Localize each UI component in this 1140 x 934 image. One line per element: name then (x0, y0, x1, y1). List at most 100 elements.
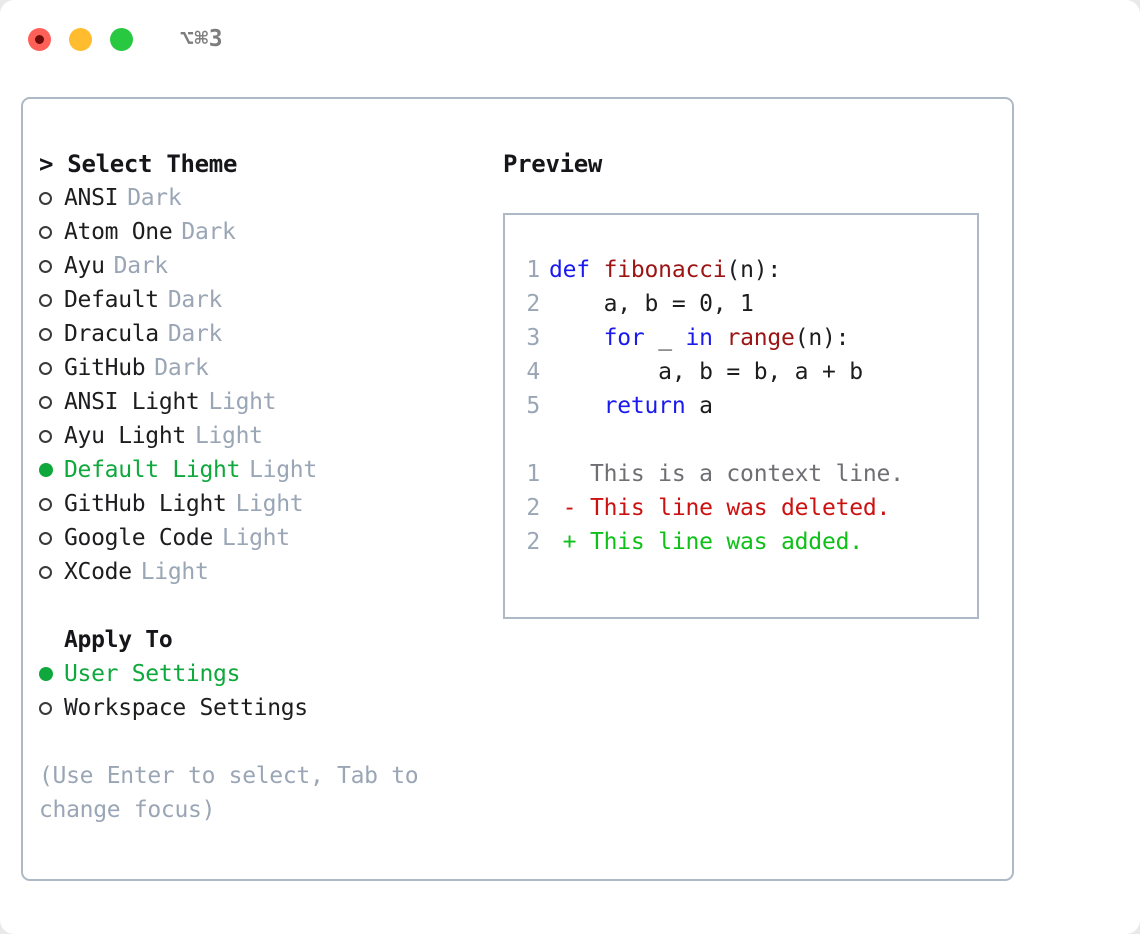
radio-ring (39, 361, 52, 375)
option-label: Ayu (64, 253, 105, 279)
zoom-button[interactable] (110, 27, 133, 51)
theme-option-ansi[interactable]: ANSI Dark (39, 181, 503, 215)
radio-unselected-icon (39, 531, 64, 545)
option-label: Google Code (64, 525, 214, 551)
token-add: + This line was added. (549, 529, 863, 555)
token-pl (549, 393, 604, 419)
option-variant-badge: Dark (167, 287, 223, 313)
apply-option-workspace-settings[interactable]: Workspace Settings (39, 691, 503, 725)
line-number: 5 (526, 393, 540, 419)
code-row: 5 return a (505, 389, 977, 423)
option-label: GitHub (64, 355, 146, 381)
line-content: for _ in range(n): (549, 321, 850, 355)
radio-unselected-icon (39, 565, 64, 579)
theme-option-google-code[interactable]: Google Code Light (39, 521, 503, 555)
line-content: + This line was added. (549, 525, 863, 559)
line-content: a, b = b, a + b (549, 355, 863, 389)
diff-row: 2 - This line was deleted. (505, 491, 977, 525)
option-variant-badge: Dark (181, 219, 236, 245)
option-label: Default Light (64, 457, 241, 483)
option-variant-badge: Dark (167, 321, 223, 347)
option-variant-badge: Light (249, 457, 317, 483)
code-diff-separator (505, 423, 977, 457)
theme-option-github-light[interactable]: GitHub Light Light (39, 487, 503, 521)
line-content: a, b = 0, 1 (549, 287, 754, 321)
radio-ring (39, 395, 52, 409)
token-pl: a, b = 0, 1 (549, 291, 754, 317)
token-kw: def (549, 257, 604, 283)
theme-option-ayu-light[interactable]: Ayu Light Light (39, 419, 503, 453)
diff-row: 1 This is a context line. (505, 457, 977, 491)
radio-selected-icon (39, 463, 64, 477)
diff-sample: 1 This is a context line.2 - This line w… (505, 457, 977, 559)
radio-ring (39, 191, 52, 205)
option-variant-badge: Light (235, 491, 304, 517)
line-number: 3 (526, 325, 540, 351)
token-pl: a (685, 393, 713, 419)
option-variant-badge: Light (140, 559, 209, 585)
preview-column: Preview 1 def fibonacci(n): 2 a, b = 0, 1 3… (503, 99, 1012, 879)
token-del: - This line was deleted. (549, 495, 891, 521)
apply-option-user-settings[interactable]: User Settings (39, 657, 503, 691)
line-content: def fibonacci(n): (549, 253, 781, 287)
token-kw: in (685, 325, 713, 351)
radio-ring (39, 327, 52, 341)
radio-ring (39, 565, 52, 579)
token-kw: for (603, 325, 645, 351)
theme-option-default-light[interactable]: Default Light Light (39, 453, 503, 487)
apply-to-header: Apply To (64, 627, 173, 653)
keyboard-shortcut-label: ⌥⌘3 (180, 26, 224, 52)
list-spacer (39, 589, 503, 623)
select-theme-header: > Select Theme (39, 150, 238, 178)
option-label: User Settings (64, 661, 241, 687)
preview-header: Preview (503, 150, 603, 178)
code-preview-box: 1 def fibonacci(n): 2 a, b = 0, 1 3 for _ i… (503, 213, 979, 619)
token-pl (713, 325, 727, 351)
line-number: 2 (526, 529, 540, 555)
line-number: 1 (526, 257, 540, 283)
keyboard-hint-text: (Use Enter to select, Tab to change focu… (39, 763, 419, 823)
option-label: ANSI Light (64, 389, 200, 415)
radio-ring (39, 293, 52, 307)
option-label: GitHub Light (64, 491, 227, 517)
token-fn: fibonacci (603, 257, 727, 283)
radio-selected-icon (39, 667, 64, 681)
diff-row: 2 + This line was added. (505, 525, 977, 559)
theme-option-ansi-light[interactable]: ANSI Light Light (39, 385, 503, 419)
code-row: 1 def fibonacci(n): (505, 253, 977, 287)
radio-ring (39, 497, 52, 511)
option-label: Ayu Light (64, 423, 186, 449)
close-button[interactable] (28, 27, 51, 51)
token-pl: (n): (726, 257, 782, 283)
line-number: 2 (526, 495, 540, 521)
option-variant-badge: Dark (127, 185, 182, 211)
radio-unselected-icon (39, 395, 64, 409)
token-kw: return (603, 393, 686, 419)
window-controls (28, 27, 133, 51)
radio-ring (39, 701, 52, 715)
option-variant-badge: Light (194, 423, 263, 449)
option-variant-badge: Light (208, 389, 277, 415)
option-label: ANSI (64, 185, 119, 211)
radio-unselected-icon (39, 293, 64, 307)
option-variant-badge: Light (222, 525, 290, 551)
theme-option-atom-one[interactable]: Atom One Dark (39, 215, 503, 249)
radio-ring (39, 225, 52, 239)
minimize-button[interactable] (69, 27, 92, 51)
token-pl: _ (644, 325, 686, 351)
radio-unselected-icon (39, 259, 64, 273)
token-fn: range (726, 325, 795, 351)
option-label: Atom One (64, 219, 173, 245)
line-number: 4 (526, 359, 540, 385)
